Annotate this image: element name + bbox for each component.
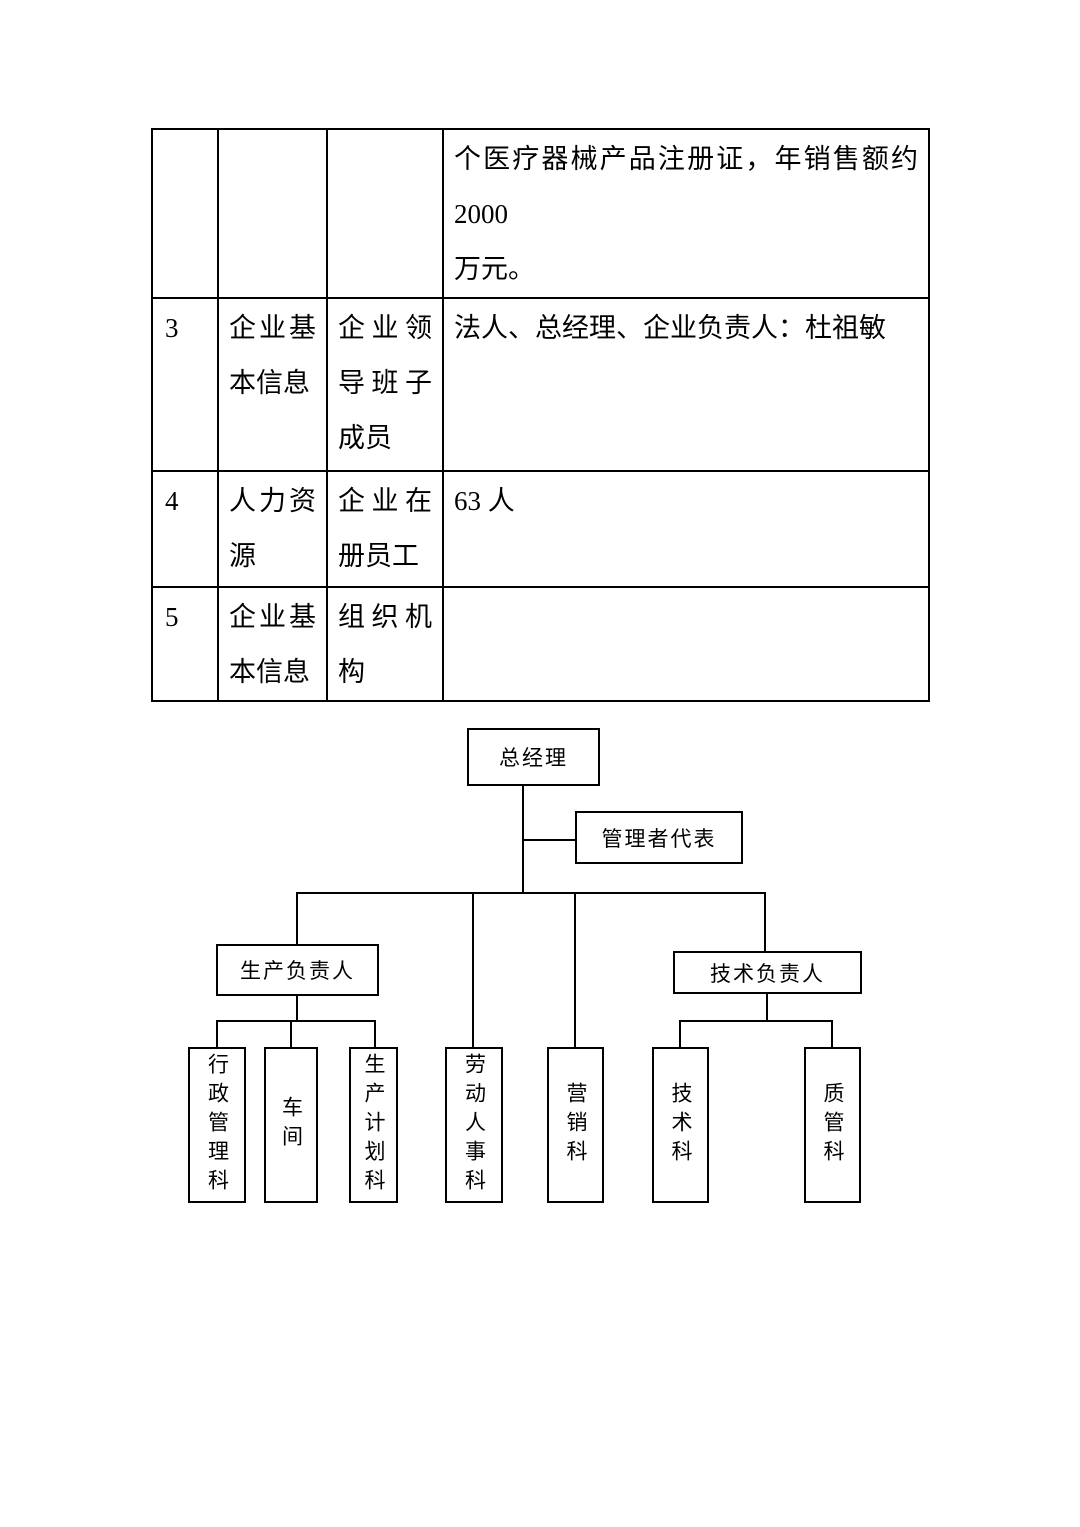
item-cell: 企业领 导班子 成员 <box>326 297 444 472</box>
connector-rep-stub <box>523 839 575 841</box>
node-label: 车间 <box>279 1096 304 1154</box>
item-text: 导班子 <box>338 368 432 398</box>
company-info-table: 个医疗器械产品注册证，年销售额约 2000 万元。 3 企业基 本信息 企业领 … <box>151 128 930 702</box>
item-cell: 企业在 册员工 <box>326 470 444 588</box>
connector-drop-quality <box>831 1020 833 1049</box>
connector-production-bar <box>216 1020 376 1022</box>
node-dept-quality: 质管科 <box>804 1047 861 1203</box>
connector-production-down <box>296 996 298 1022</box>
item-text: 册员工 <box>338 541 419 571</box>
node-dept-marketing: 营销科 <box>547 1047 604 1203</box>
category-text: 人力资 <box>229 486 316 516</box>
detail-cell: 63 人 <box>442 470 930 588</box>
node-dept-labor-personnel: 劳动人事科 <box>445 1047 503 1203</box>
category-text: 本信息 <box>229 368 310 398</box>
connector-main-bar <box>296 892 766 894</box>
table-row: 3 企业基 本信息 企业领 导班子 成员 法人、总经理、企业负责人：杜祖敏 <box>151 297 930 472</box>
node-label: 技术科 <box>669 1081 693 1169</box>
node-label: 营销科 <box>564 1081 588 1169</box>
connector-drop-techdept <box>679 1020 681 1049</box>
category-cell <box>217 128 328 299</box>
category-text: 源 <box>229 541 256 571</box>
node-label: 行政管理科 <box>205 1052 230 1198</box>
connector-technical-down <box>766 994 768 1022</box>
item-text: 企业在 <box>338 486 432 516</box>
connector-drop-admin <box>216 1020 218 1049</box>
connector-drop-labor <box>472 892 474 1049</box>
node-label: 劳动人事科 <box>462 1052 487 1198</box>
category-text: 本信息 <box>229 657 310 687</box>
row-number: 3 <box>151 297 219 472</box>
detail-cell <box>442 586 930 702</box>
category-cell: 人力资 源 <box>217 470 328 588</box>
detail-text: 法人、总经理、企业负责人：杜祖敏 <box>454 313 886 343</box>
connector-drop-production <box>296 892 298 946</box>
node-label: 管理者代表 <box>601 826 717 851</box>
connector-drop-planning <box>374 1020 376 1049</box>
connector-drop-technical <box>764 892 766 953</box>
node-label: 生产计划科 <box>362 1052 386 1198</box>
table-row: 个医疗器械产品注册证，年销售额约 2000 万元。 <box>151 128 930 299</box>
row-number: 4 <box>151 470 219 588</box>
item-text: 企业领 <box>338 313 432 343</box>
table-row: 5 企业基 本信息 组织机 构 <box>151 586 930 702</box>
category-cell: 企业基 本信息 <box>217 586 328 702</box>
node-label: 质管科 <box>821 1081 845 1169</box>
connector-drop-marketing <box>574 892 576 1049</box>
detail-text: 万元。 <box>454 254 535 284</box>
row-number <box>151 128 219 299</box>
node-dept-production-planning: 生产计划科 <box>349 1047 398 1203</box>
item-cell <box>326 128 444 299</box>
connector-drop-workshop <box>290 1020 292 1049</box>
node-dept-workshop: 车间 <box>264 1047 318 1203</box>
node-dept-technical: 技术科 <box>652 1047 709 1203</box>
node-general-manager: 总经理 <box>467 728 600 786</box>
category-text: 企业基 <box>229 602 316 632</box>
item-text: 成员 <box>338 423 392 453</box>
detail-text: 63 人 <box>454 486 515 516</box>
node-label: 生产负责人 <box>240 959 355 983</box>
item-text: 构 <box>338 657 365 687</box>
category-text: 企业基 <box>229 313 316 343</box>
connector-technical-bar <box>679 1020 833 1022</box>
node-management-rep: 管理者代表 <box>575 811 743 864</box>
detail-text: 个医疗器械产品注册证，年销售额约 2000 <box>454 144 918 229</box>
node-dept-admin-management: 行政管理科 <box>188 1047 246 1203</box>
node-label: 技术负责人 <box>710 961 825 986</box>
row-number: 5 <box>151 586 219 702</box>
node-label: 总经理 <box>499 746 568 770</box>
item-cell: 组织机 构 <box>326 586 444 702</box>
detail-cell: 法人、总经理、企业负责人：杜祖敏 <box>442 297 930 472</box>
detail-cell: 个医疗器械产品注册证，年销售额约 2000 万元。 <box>442 128 930 299</box>
item-text: 组织机 <box>338 602 432 632</box>
category-cell: 企业基 本信息 <box>217 297 328 472</box>
node-production-manager: 生产负责人 <box>216 944 379 996</box>
table-row: 4 人力资 源 企业在 册员工 63 人 <box>151 470 930 588</box>
node-technical-manager: 技术负责人 <box>673 951 862 994</box>
